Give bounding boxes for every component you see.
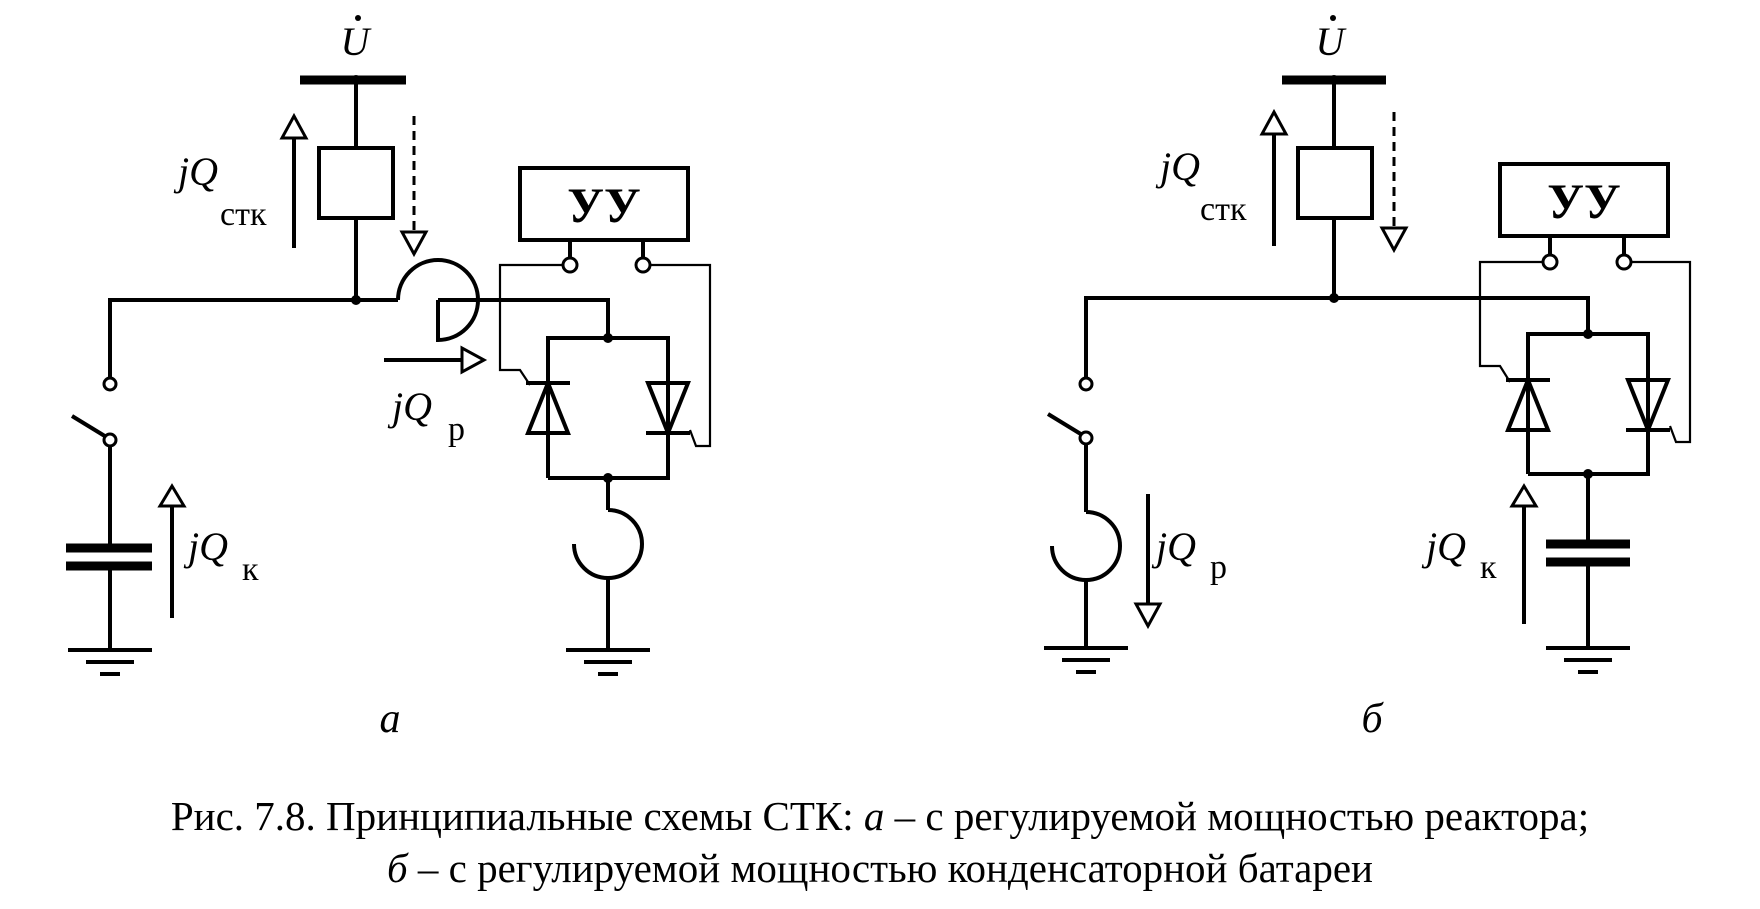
q-r-sub-a: р	[448, 411, 465, 448]
q-stk-label-b: jQ	[1155, 144, 1200, 189]
q-stk-label-a: jQ	[173, 149, 218, 194]
thyristor-loop-a	[546, 336, 670, 480]
stk-block-a	[317, 146, 395, 220]
switch-terminal-top-b	[1078, 376, 1094, 392]
main-line-right-a	[438, 298, 610, 338]
control-unit-b	[1498, 162, 1670, 238]
reactor-lower-a	[572, 508, 644, 581]
switch-terminal-bottom-b	[1078, 430, 1094, 446]
cu-terminal-right-b	[1615, 253, 1633, 271]
switch-blade-b	[1046, 412, 1086, 438]
panel-a: U jQ стк jQ р УУ	[66, 15, 712, 742]
dashed-arrowhead-b	[1379, 226, 1409, 254]
voltage-label-a: U	[341, 19, 373, 64]
panel-b: U jQ стк УУ	[1044, 15, 1692, 742]
cu-terminal-right-a	[634, 256, 652, 274]
voltage-dot-a	[355, 15, 361, 21]
q-r-arrowhead-a	[460, 345, 488, 375]
cu-terminal-left-b	[1541, 253, 1559, 271]
control-unit-label-a: УУ	[567, 177, 640, 233]
caption-letter-b: б	[387, 845, 408, 891]
stk-block-b	[1296, 146, 1374, 220]
q-k-arrowhead-a	[157, 483, 187, 508]
switch-blade-a	[70, 414, 110, 440]
control-wire-right-a	[650, 263, 712, 448]
control-wire-left-b	[1478, 260, 1543, 383]
panel-letter-b: б	[1361, 696, 1384, 742]
switch-terminal-bottom-a	[102, 432, 118, 448]
thyristor-right-b	[1625, 378, 1671, 436]
panel-letter-a: а	[380, 696, 401, 742]
q-r-label-b: jQ	[1151, 524, 1196, 569]
caption-suffix-a: – с регулируемой мощностью реактора;	[884, 793, 1590, 839]
control-unit-label-b: УУ	[1547, 173, 1620, 229]
cu-terminal-left-a	[561, 256, 579, 274]
control-unit-a	[518, 166, 690, 242]
thyristor-loop-b	[1526, 332, 1650, 476]
main-line-left-a	[108, 298, 398, 380]
q-k-arrowhead-b	[1509, 483, 1539, 508]
q-r-sub-b: р	[1210, 549, 1227, 586]
switch-terminal-top-a	[102, 376, 118, 392]
q-k-label-a: jQ	[183, 524, 228, 569]
caption-prefix: Рис. 7.8. Принципиальные схемы СТК:	[170, 793, 864, 839]
reactor-coil-a	[396, 258, 480, 301]
thyristor-left-b	[1505, 374, 1551, 432]
q-stk-sub-b: стк	[1200, 191, 1247, 228]
q-k-label-b: jQ	[1421, 524, 1466, 569]
thyristor-right-a	[645, 381, 691, 439]
q-stk-sub-a: стк	[220, 196, 267, 233]
voltage-dot-b	[1330, 15, 1336, 21]
control-wire-right-b	[1631, 260, 1692, 444]
figure-caption-line-1: Рис. 7.8. Принципиальные схемы СТК: а – …	[0, 792, 1760, 840]
main-line-b	[1084, 296, 1590, 380]
caption-suffix-b: – с регулируемой мощностью конденсаторно…	[407, 845, 1373, 891]
q-k-sub-a: к	[242, 551, 259, 588]
voltage-label-b: U	[1316, 19, 1348, 64]
q-r-arrowhead-b	[1133, 602, 1163, 630]
caption-letter-a: а	[863, 793, 885, 839]
thyristor-left-a	[525, 377, 571, 435]
control-wire-left-a	[498, 263, 563, 386]
q-stk-arrowhead-a	[279, 112, 309, 140]
reactor-coil-tail-a	[436, 299, 480, 343]
q-k-sub-b: к	[1480, 549, 1497, 586]
figure-caption-line-2: б – с регулируемой мощностью конденсатор…	[0, 844, 1760, 892]
q-stk-arrowhead-b	[1259, 108, 1289, 136]
reactor-b	[1050, 510, 1122, 583]
q-r-label-a: jQ	[387, 384, 432, 429]
dashed-arrowhead-a	[399, 230, 429, 258]
